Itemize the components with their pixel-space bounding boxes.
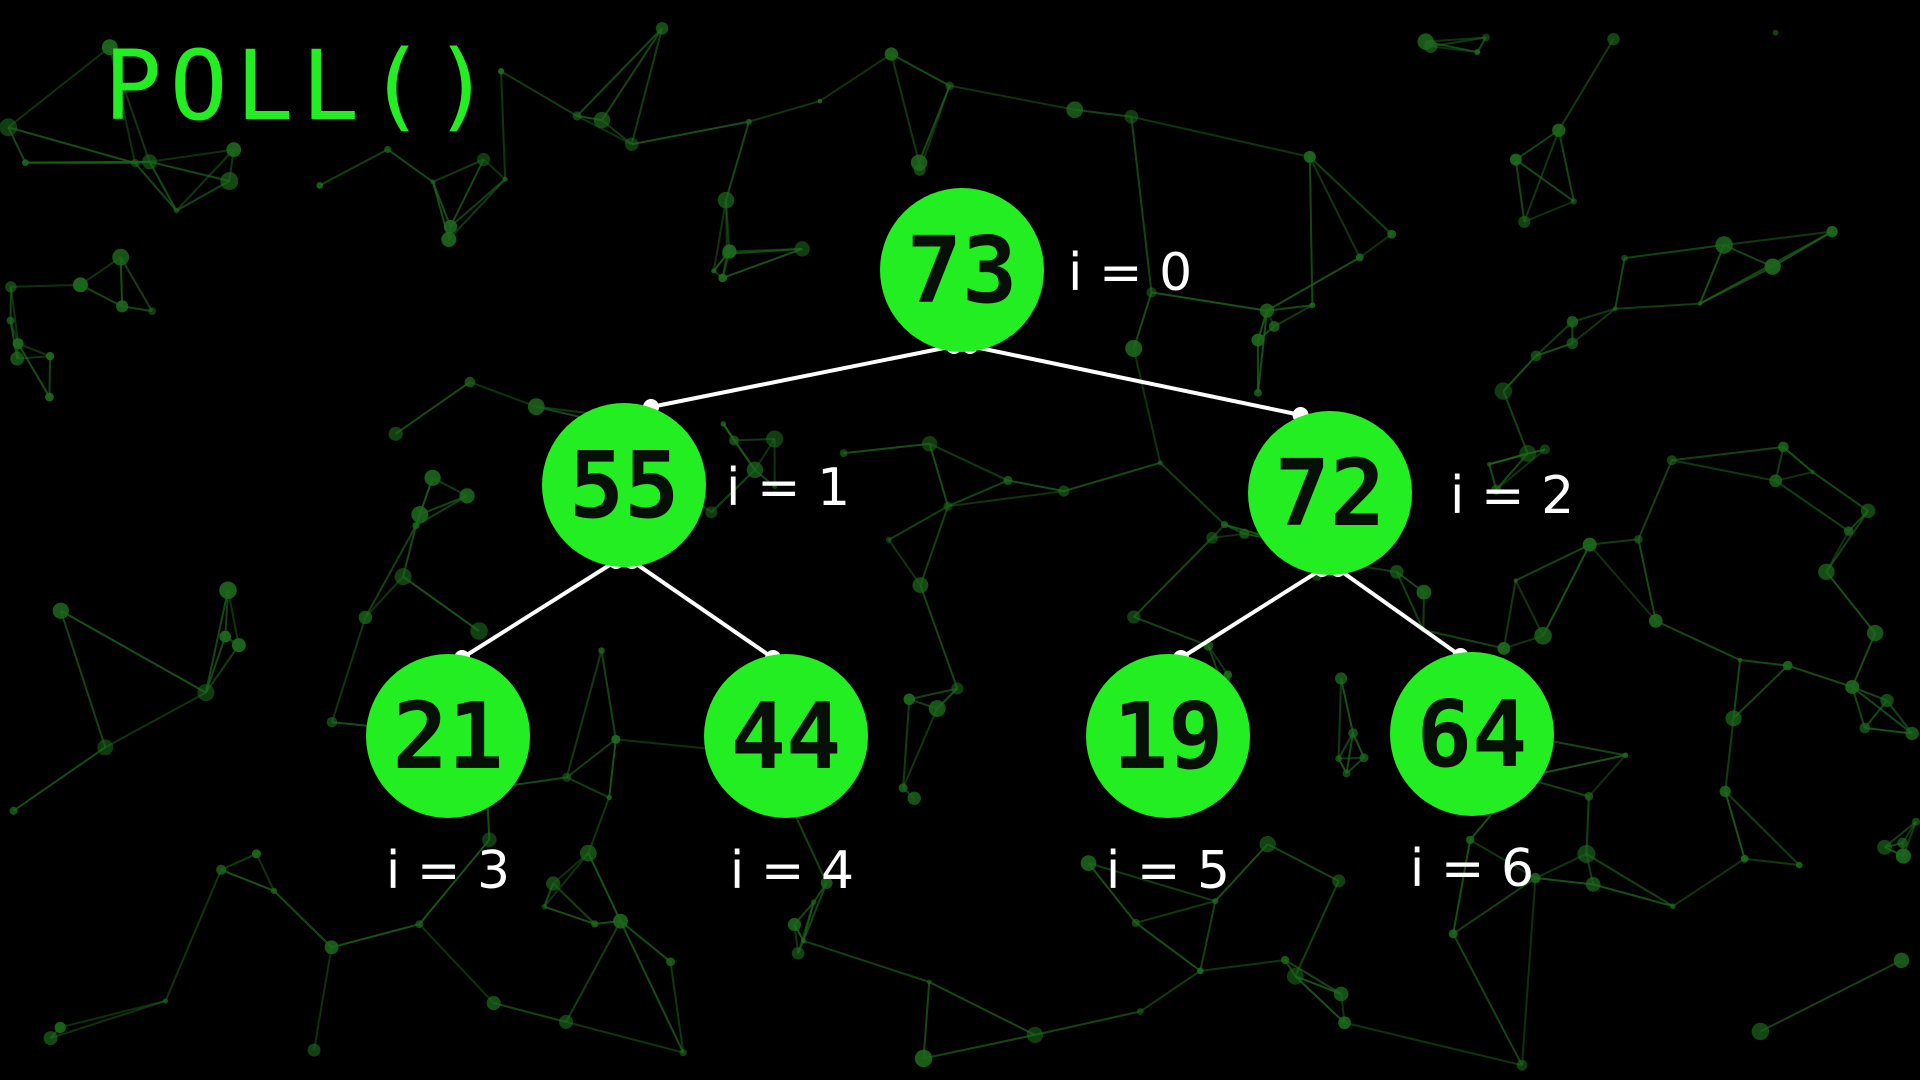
heap-node-value: 21 [393,683,504,790]
heap-node-value: 64 [1417,681,1528,788]
heap-node-2: 72 i = 2 [1248,411,1574,575]
heap-node-6: 64 i = 6 [1390,652,1554,899]
heap-node-circle [366,654,530,818]
heap-node-circle [1086,654,1250,818]
heap-node-value: 19 [1113,683,1224,790]
heap-node-circle [704,654,868,818]
heap-node-circle [542,403,706,567]
heap-node-3: 21 i = 3 [366,654,530,901]
tree-edge [630,559,775,660]
heap-node-1: 55 i = 1 [542,403,850,567]
tree-edge [461,559,618,660]
network-nodes [0,22,1920,1071]
heap-node-index-label: i = 3 [386,841,510,901]
heap-node-index-label: i = 4 [730,841,854,901]
heap-node-value: 44 [731,683,842,790]
heap-node-5: 19 i = 5 [1086,654,1250,901]
heap-node-4: 44 i = 4 [704,654,868,901]
tree-edge [969,344,1301,417]
tree-edge [1179,567,1324,660]
heap-node-0: 73 i = 0 [880,188,1192,352]
heap-node-circle [1248,411,1412,575]
heap-node-index-label: i = 5 [1106,841,1230,901]
heap-node-index-label: i = 6 [1410,839,1534,899]
heap-node-value: 55 [569,432,680,539]
tree-edge [1336,567,1462,658]
heap-node-index-label: i = 0 [1068,243,1192,303]
heap-node-index-label: i = 1 [726,458,850,518]
page-title: POLL() [104,30,499,142]
heap-node-value: 73 [907,217,1018,324]
heap-node-circle [1390,652,1554,816]
heap-node-value: 72 [1275,440,1386,547]
heap-node-circle [880,188,1044,352]
tree-edge [650,344,955,409]
heap-node-index-label: i = 2 [1450,466,1574,526]
